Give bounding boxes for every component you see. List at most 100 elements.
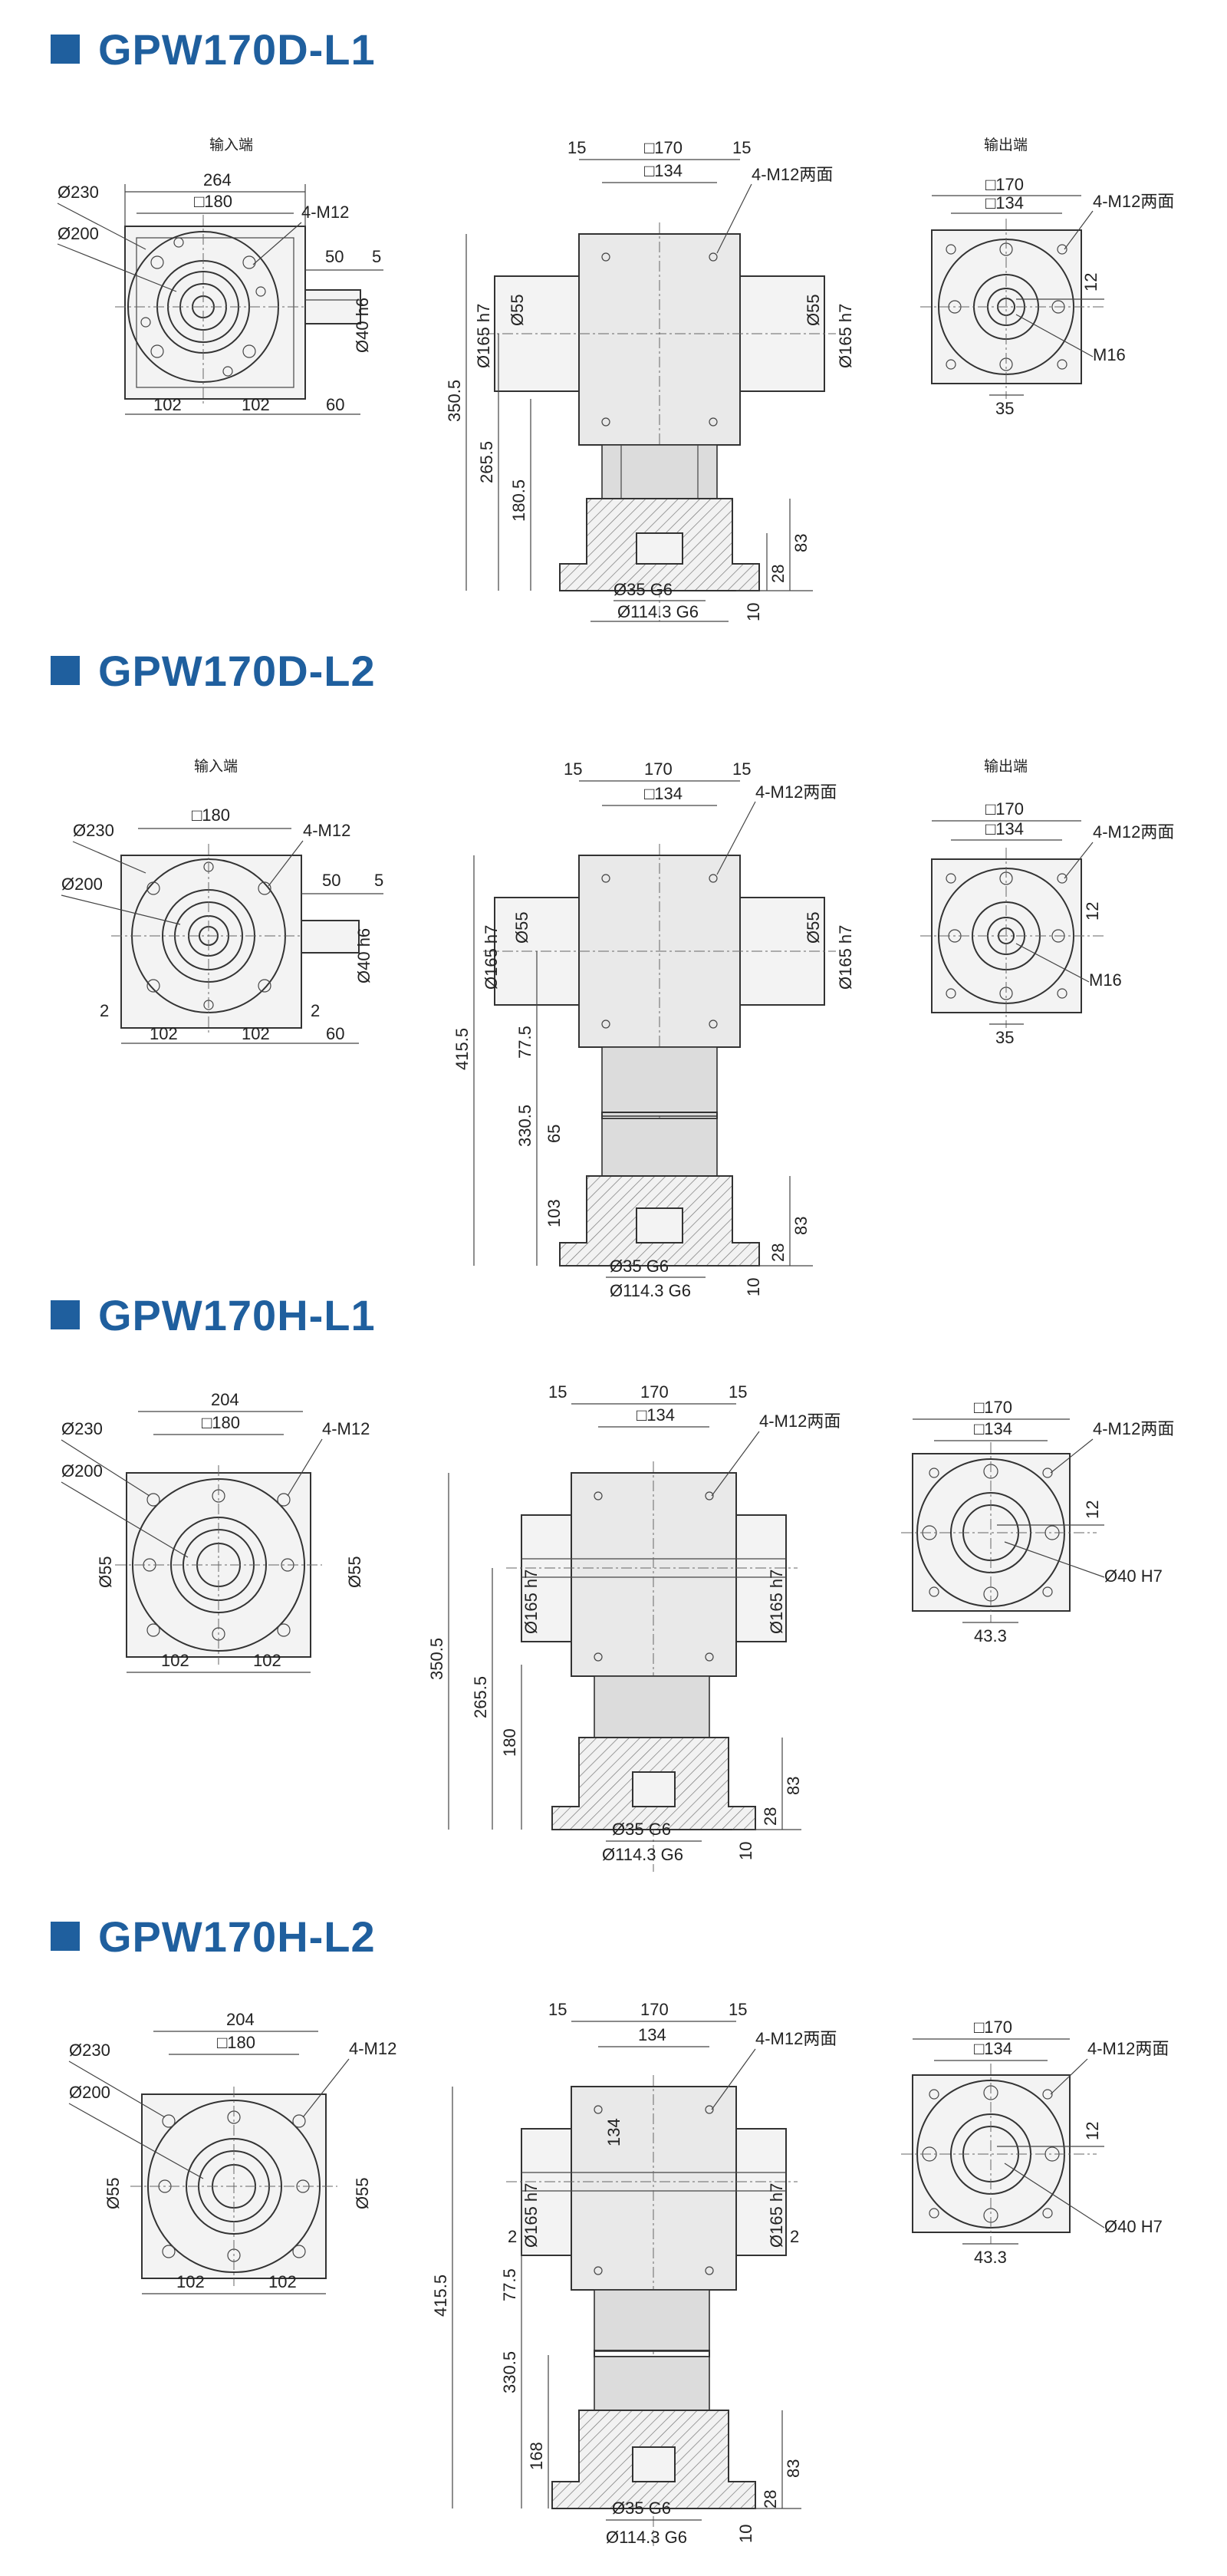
dim-2-a: 2 (100, 1001, 109, 1020)
dim-102-a: 102 (161, 1651, 189, 1670)
dim-sq180: □180 (194, 192, 232, 211)
dim-sq170: □170 (644, 138, 683, 157)
dim-d165h7-right: Ø165 h7 (836, 925, 855, 990)
model-title: GPW170H-L1 (98, 1290, 376, 1339)
dim-350-5: 350.5 (445, 380, 464, 422)
dim-sq134: □134 (974, 1419, 1012, 1438)
dim-d55-right: Ø55 (804, 294, 823, 326)
dim-102-a: 102 (153, 395, 182, 414)
dim-2-b: 2 (790, 2227, 799, 2246)
label-4-m12: 4-M12 (303, 821, 350, 840)
dim-d55-right: Ø55 (345, 1556, 364, 1588)
model-title: GPW170D-L1 (98, 25, 376, 74)
label-4-m12-both: 4-M12两面 (752, 165, 833, 184)
dim-15-b: 15 (729, 1382, 747, 1402)
title-marker (51, 1300, 80, 1329)
dim-102-b: 102 (242, 395, 270, 414)
dim-15-b: 15 (729, 2000, 747, 2019)
dim-5: 5 (372, 247, 381, 266)
input-shaft (304, 289, 361, 324)
dim-83: 83 (791, 1217, 811, 1235)
dim-15-b: 15 (732, 759, 751, 779)
dim-65: 65 (544, 1125, 564, 1143)
dim-15-a: 15 (564, 759, 582, 779)
dim-sq180: □180 (202, 1413, 240, 1432)
dim-10: 10 (736, 1842, 755, 1860)
dim-10: 10 (744, 1278, 763, 1296)
dim-77-5: 77.5 (500, 2268, 519, 2301)
dim-50: 50 (322, 871, 340, 890)
dim-d165h7-left: Ø165 h7 (482, 925, 501, 990)
dim-d55-left: Ø55 (104, 2177, 123, 2209)
dim-15-a: 15 (548, 1382, 567, 1402)
dim-sq180: □180 (217, 2033, 255, 2052)
dim-180-5: 180.5 (509, 479, 528, 522)
dim-d165h7-right: Ø165 h7 (836, 304, 855, 368)
dim-sq170: □170 (985, 175, 1024, 194)
label-m16: M16 (1089, 970, 1122, 990)
dim-d55-left: Ø55 (96, 1556, 115, 1588)
dim-d165h7-right: Ø165 h7 (767, 2183, 786, 2248)
dim-d230: Ø230 (69, 2041, 110, 2060)
dim-d165h7-left: Ø165 h7 (521, 2183, 541, 2248)
dim-sq134: □134 (985, 819, 1024, 838)
dim-d165h7-left: Ø165 h7 (521, 1570, 541, 1634)
view-label: 输出端 (984, 758, 1028, 775)
dim-12: 12 (1083, 1500, 1102, 1519)
dim-12: 12 (1081, 273, 1100, 292)
label-4-m12-both: 4-M12两面 (1093, 1419, 1174, 1438)
dim-350-5: 350.5 (427, 1638, 446, 1680)
dim-50: 50 (325, 247, 344, 266)
dim-d230: Ø230 (58, 183, 99, 202)
model-title: GPW170D-L2 (98, 646, 376, 695)
dim-15-a: 15 (548, 2000, 567, 2019)
dim-sq134: □134 (644, 161, 683, 180)
dim-83: 83 (791, 534, 811, 552)
dim-77-5: 77.5 (515, 1026, 535, 1059)
dim-170: 170 (640, 1382, 669, 1402)
section-heading: GPW170D-L1 (51, 25, 376, 74)
dim-d114-3g6: Ø114.3 G6 (617, 602, 699, 621)
dim-102-a: 102 (176, 2272, 205, 2291)
dim-265-5: 265.5 (477, 441, 496, 483)
dim-265-5: 265.5 (471, 1676, 490, 1718)
label-4-m12: 4-M12 (322, 1419, 370, 1438)
dim-d35g6: Ø35 G6 (614, 580, 673, 599)
dim-d40h6: Ø40 h6 (353, 298, 372, 353)
dim-5: 5 (374, 871, 383, 890)
dim-415-5: 415.5 (452, 1028, 472, 1070)
section-heading: GPW170D-L2 (51, 646, 376, 695)
dim-d40h7: Ø40 H7 (1104, 1566, 1163, 1586)
label-4-m12-both: 4-M12两面 (759, 1412, 840, 1431)
title-marker (51, 35, 80, 64)
label-4-m12: 4-M12 (349, 2039, 396, 2058)
dim-d114-3g6: Ø114.3 G6 (610, 1281, 691, 1300)
input-end-view: 输入端 264 □180 Ø230 Ø200 (57, 137, 383, 415)
dim-102-b: 102 (268, 2272, 297, 2291)
dim-sq170: □170 (985, 799, 1024, 819)
dim-35: 35 (995, 1028, 1014, 1047)
dim-180: 180 (500, 1728, 519, 1757)
drawing-gpw170d-l2: 输入端 □180 Ø230 4-M12 Ø200 50 5 Ø40 h6 (61, 758, 1174, 1300)
label-4-m12-both: 4-M12两面 (1093, 192, 1174, 211)
dim-103: 103 (544, 1199, 564, 1227)
dim-35: 35 (995, 399, 1014, 418)
dim-d55-left: Ø55 (508, 294, 527, 326)
section-gpw170h-l1: GPW170H-L1 204 □180 Ø230 4-M12 Ø200 Ø55 (0, 1266, 1227, 1895)
dim-d40h7: Ø40 H7 (1104, 2217, 1163, 2236)
dim-134: 134 (638, 2025, 666, 2044)
cooling-section (601, 444, 718, 499)
dim-102-b: 102 (242, 1024, 270, 1043)
dim-12: 12 (1083, 902, 1102, 921)
flange-outline (124, 226, 306, 400)
drawing-gpw170d-l1: 输入端 264 □180 Ø230 Ø200 (57, 137, 1174, 622)
dim-d200: Ø200 (69, 2083, 110, 2102)
dim-d165h7-right: Ø165 h7 (767, 1570, 786, 1634)
dim-sq170: □170 (974, 1398, 1012, 1417)
dim-d114-3g6: Ø114.3 G6 (602, 1845, 683, 1864)
dim-102-a: 102 (150, 1024, 178, 1043)
dim-d40h6: Ø40 h6 (354, 928, 373, 983)
dim-134-vertical: 134 (604, 2118, 623, 2146)
section-heading: GPW170H-L2 (51, 1912, 376, 1961)
dim-264: 264 (203, 170, 232, 189)
